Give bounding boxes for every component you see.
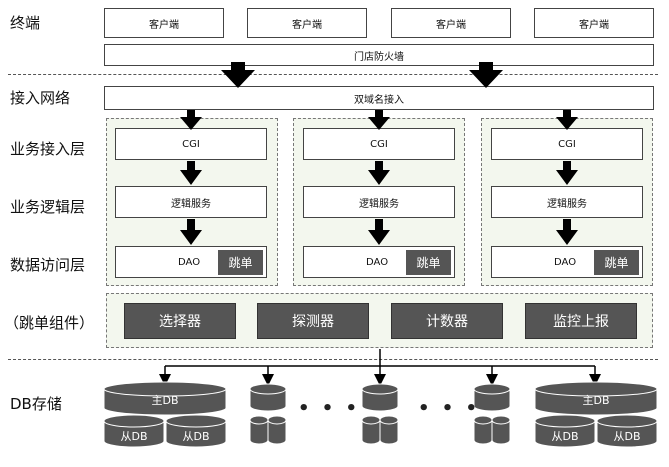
- right-slave-db-label-2: 从DB: [613, 430, 641, 443]
- arrow-col3-dao: [556, 219, 578, 245]
- arrow-col2-dao: [368, 219, 390, 245]
- block-arrow-right: [469, 62, 503, 88]
- right-master-db: [534, 381, 658, 416]
- client-box-4: 客户端: [534, 8, 654, 38]
- db-cluster-2: [361, 383, 399, 445]
- arrow-col1-access: [180, 110, 202, 130]
- arrow-col3-logic: [556, 161, 578, 185]
- separator-db: [8, 359, 658, 360]
- logic-service-box-3: 逻辑服务: [491, 186, 643, 218]
- layer-label-business-logic: 业务逻辑层: [10, 198, 86, 216]
- logic-service-box-2: 逻辑服务: [303, 186, 455, 218]
- arrow-col3-access: [556, 110, 578, 130]
- left-slave-db-label-1: 从DB: [120, 430, 148, 443]
- dao-label-1: DAO: [178, 256, 201, 268]
- component-counter: 计数器: [391, 303, 503, 339]
- layer-label-jump-component: （跳单组件）: [4, 314, 95, 332]
- right-master-db-label: 主DB: [582, 394, 610, 407]
- layer-label-data-access: 数据访问层: [10, 256, 86, 274]
- ellipsis-1: • • •: [298, 398, 361, 419]
- left-master-db-label: 主DB: [151, 394, 179, 407]
- client-box-1: 客户端: [104, 8, 224, 38]
- left-master-db: [103, 381, 227, 416]
- left-slave-db-label-2: 从DB: [182, 430, 210, 443]
- right-slave-db-1: [534, 414, 596, 448]
- dao-label-3: DAO: [554, 256, 577, 268]
- arrow-col2-access: [368, 110, 390, 130]
- db-cluster-1: [249, 383, 287, 445]
- component-detector: 探测器: [257, 303, 369, 339]
- left-slave-db-2: [165, 414, 227, 448]
- layer-label-db-storage: DB存储: [10, 395, 62, 413]
- jump-tag-2: 跳单: [406, 250, 451, 275]
- jump-tag-1: 跳单: [218, 250, 263, 275]
- logic-service-box-1: 逻辑服务: [115, 186, 267, 218]
- jump-tag-3: 跳单: [594, 250, 639, 275]
- layer-label-business-access: 业务接入层: [10, 140, 86, 158]
- db-cluster-3: [473, 383, 511, 445]
- arrow-col2-logic: [368, 161, 390, 185]
- arrow-col1-logic: [180, 161, 202, 185]
- layer-label-access-network: 接入网络: [10, 89, 71, 107]
- block-arrow-left: [221, 62, 255, 88]
- dual-domain-box: 双域名接入: [104, 86, 654, 110]
- cgi-box-2: CGI: [303, 128, 455, 160]
- cgi-box-1: CGI: [115, 128, 267, 160]
- ellipsis-2: • • •: [418, 398, 481, 419]
- arrow-col1-dao: [180, 219, 202, 245]
- component-selector: 选择器: [124, 303, 236, 339]
- layer-label-terminal: 终端: [10, 14, 41, 32]
- firewall-box: 门店防火墙: [104, 44, 654, 66]
- client-box-2: 客户端: [247, 8, 367, 38]
- dao-label-2: DAO: [366, 256, 389, 268]
- separator-terminal: [8, 74, 658, 75]
- right-slave-db-label-1: 从DB: [551, 430, 579, 443]
- left-slave-db-1: [103, 414, 165, 448]
- right-slave-db-2: [596, 414, 658, 448]
- cgi-box-3: CGI: [491, 128, 643, 160]
- client-box-3: 客户端: [391, 8, 511, 38]
- db-connectors: [159, 349, 601, 386]
- component-monitor: 监控上报: [525, 303, 637, 339]
